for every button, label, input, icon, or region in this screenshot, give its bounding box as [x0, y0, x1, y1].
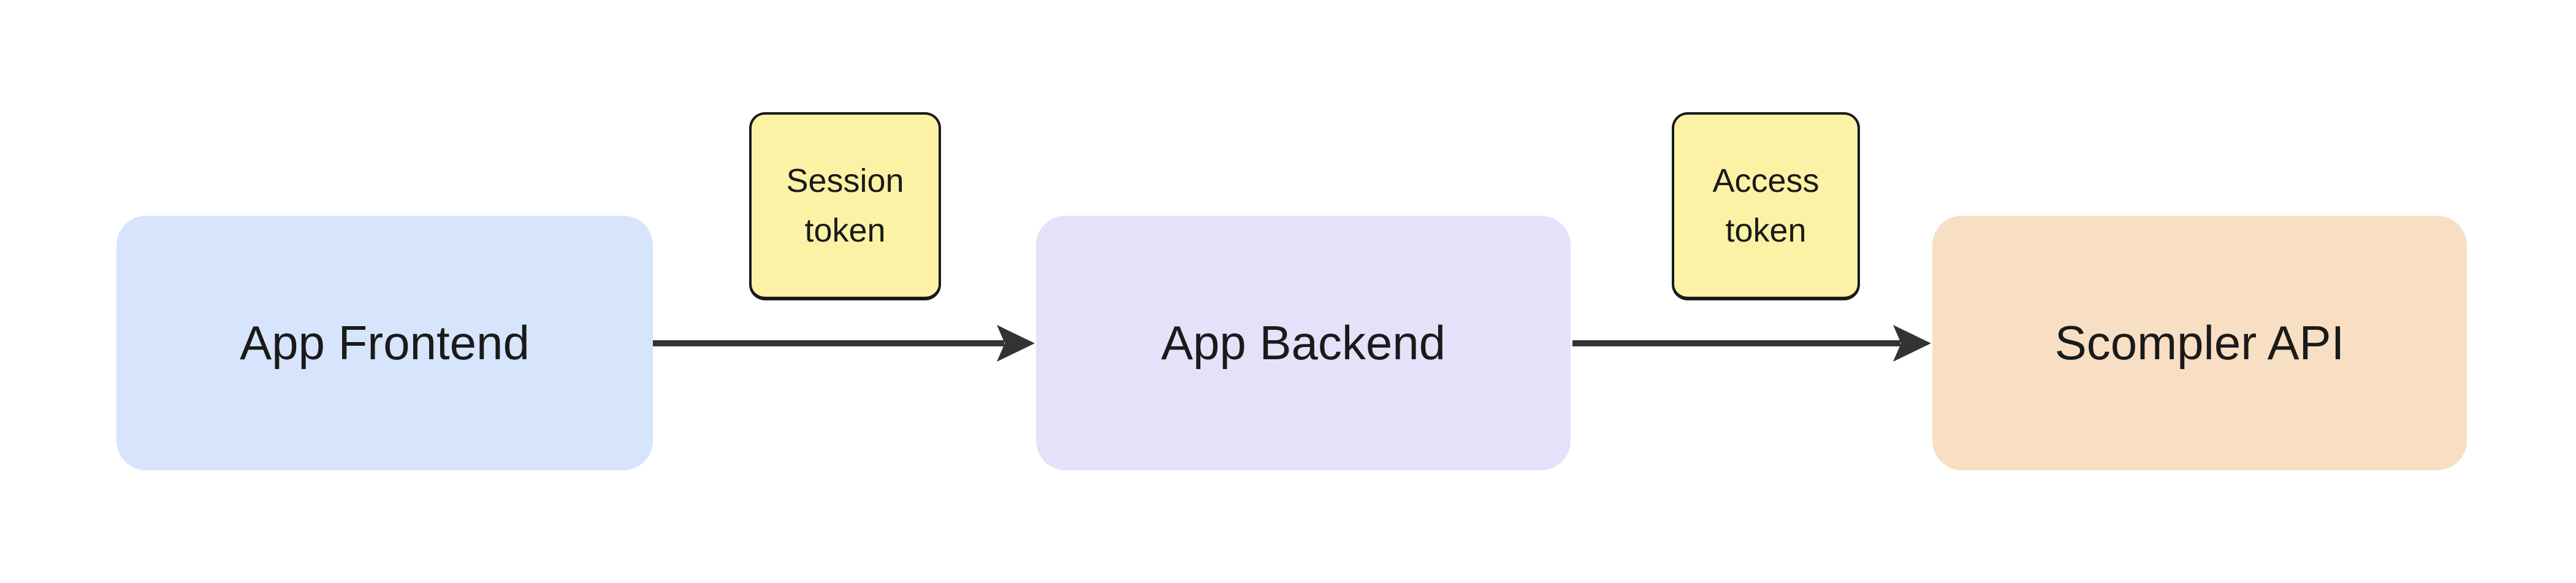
node-scompler-api: Scompler API — [1932, 216, 2467, 470]
arrowhead-icon — [997, 325, 1035, 362]
edge-label-access-token-text: Access token — [1712, 162, 1820, 249]
edge-label-session-token: Session token — [749, 112, 941, 300]
node-app-backend: App Backend — [1036, 216, 1571, 470]
arrow-backend-to-scompler — [1572, 325, 1931, 362]
arrowhead-icon — [1893, 325, 1931, 362]
edge-label-session-token-text: Session token — [786, 162, 904, 249]
node-app-frontend-label: App Frontend — [240, 315, 530, 370]
arrow-frontend-to-backend — [653, 325, 1035, 362]
node-app-frontend: App Frontend — [116, 216, 653, 470]
node-scompler-api-label: Scompler API — [2054, 315, 2345, 370]
edge-label-access-token: Access token — [1672, 112, 1860, 300]
node-app-backend-label: App Backend — [1160, 315, 1446, 370]
